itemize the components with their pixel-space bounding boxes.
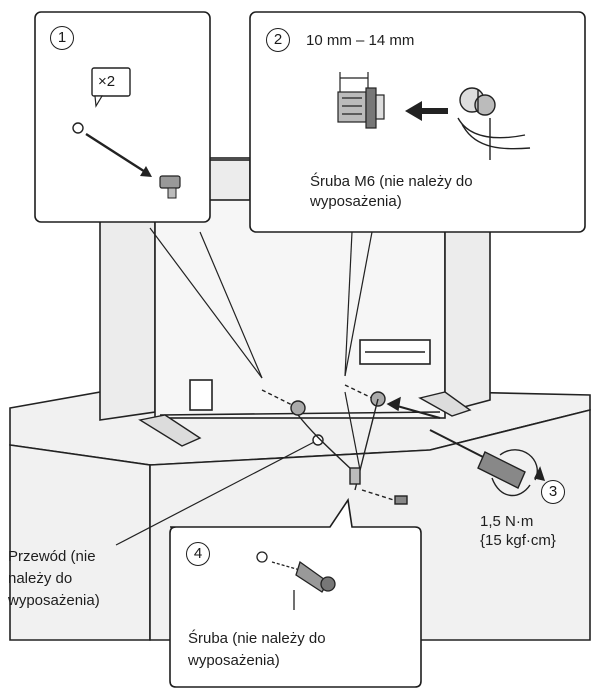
arrow-left-icon	[405, 101, 448, 121]
m6-screw-label-line1: Śruba M6 (nie należy do	[310, 173, 473, 190]
screw-count-badge: ×2	[98, 73, 116, 90]
screw-length-range: 10 mm – 14 mm	[306, 32, 415, 49]
torque-value: 1,5 N·m	[480, 513, 534, 530]
callout-lines	[115, 227, 373, 546]
cable-label-line1: Przewód (nie	[8, 548, 96, 565]
panel-step-1	[34, 11, 211, 223]
panel-step-2	[249, 11, 586, 233]
step-number-4: 4	[186, 542, 210, 566]
screwdriver	[429, 429, 546, 497]
cable-clamp-icon	[457, 87, 531, 160]
cable-label-line3: wyposażenia)	[8, 592, 100, 609]
panel-step-4	[169, 497, 422, 688]
step-number-3: 3	[541, 480, 565, 504]
step-number-1: 1	[50, 26, 74, 50]
tv-stand-feet	[138, 391, 472, 447]
washer-screw-icon	[256, 551, 336, 610]
measure-bolt-icon	[337, 72, 385, 129]
mount-hardware	[261, 384, 441, 505]
cable-label-line2: należy do	[8, 570, 73, 587]
screw-label-line2: wyposażenia)	[188, 652, 280, 669]
m6-screw-label-line2: wyposażenia)	[310, 193, 402, 210]
step-number-2: 2	[266, 28, 290, 52]
screw-icon-step1	[159, 175, 181, 199]
screw-label-line1: Śruba (nie należy do	[188, 630, 326, 647]
torque-value-kgf: {15 kgf·cm}	[480, 532, 556, 549]
